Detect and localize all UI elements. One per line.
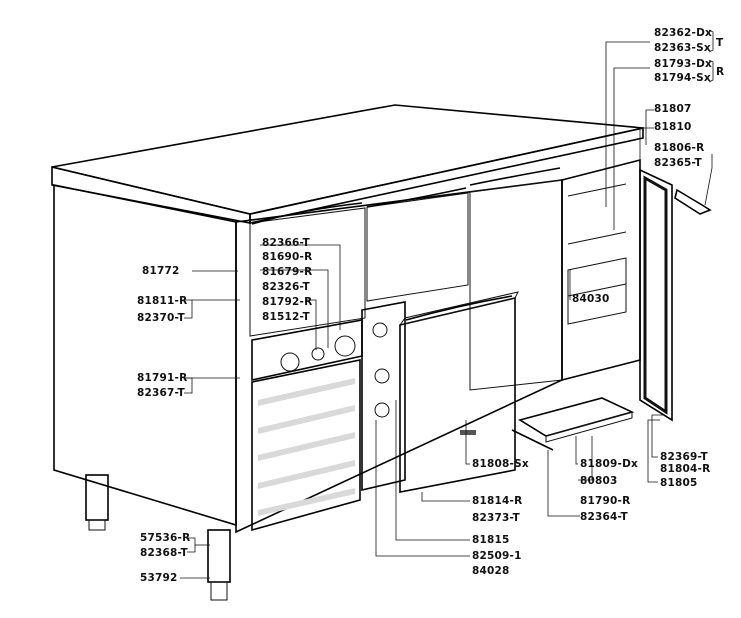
drip-tray <box>517 397 635 443</box>
label-81805: 81805 <box>660 477 698 489</box>
label-82509-1: 82509-1 <box>472 550 522 562</box>
label-80803: 80803 <box>580 475 618 487</box>
label-81791-r: 81791-R <box>137 372 187 384</box>
label-84028: 84028 <box>472 565 510 577</box>
right-compartment <box>561 158 641 382</box>
label-81815: 81815 <box>472 534 510 546</box>
label-82366-t: 82366-T <box>262 237 311 249</box>
top-drawer-left <box>249 202 366 337</box>
right-door-open <box>639 168 673 422</box>
label-82373-t: 82373-T <box>472 512 521 524</box>
label-82362-dx: 82362-Dx <box>654 27 712 39</box>
label-81807: 81807 <box>654 103 692 115</box>
label-82364-t: 82364-T <box>580 511 629 523</box>
label-81814-r: 81814-R <box>472 495 522 507</box>
rail-strip <box>511 429 554 451</box>
label-84030: 84030 <box>572 293 610 305</box>
label-81806-r: 81806-R <box>654 142 704 154</box>
door-hinge <box>460 430 476 435</box>
switch-button <box>311 347 325 361</box>
label-57536-r: 57536-R <box>140 532 190 544</box>
label-82326-t: 82326-T <box>262 281 311 293</box>
top-drawer-middle <box>366 187 469 302</box>
label-81512-t: 81512-T <box>262 311 311 323</box>
label-81772: 81772 <box>142 265 180 277</box>
label-81811-r: 81811-R <box>137 295 187 307</box>
label-81790-r: 81790-R <box>580 495 630 507</box>
leg-rear-left <box>85 474 109 531</box>
label-82368-t: 82368-T <box>140 547 189 559</box>
thermostat-knob <box>280 352 300 372</box>
label-82367-t: 82367-T <box>137 387 186 399</box>
label-81793-dx: 81793-Dx <box>654 58 712 70</box>
label-81679-r: 81679-R <box>262 266 312 278</box>
label-82365-t: 82365-T <box>654 157 703 169</box>
part-labels: 82362-Dx 82363-Sx T 81793-Dx 81794-Sx R … <box>137 27 724 584</box>
hinge-bracket <box>674 188 712 215</box>
middle-compartment <box>361 301 406 492</box>
top-drawer-right <box>469 167 563 391</box>
label-81804-r: 81804-R <box>660 463 710 475</box>
label-81809-dx: 81809-Dx <box>580 458 638 470</box>
label-53792: 53792 <box>140 572 178 584</box>
label-bracket-r: R <box>716 66 724 78</box>
label-81810: 81810 <box>654 121 692 133</box>
small-door-open <box>398 291 519 493</box>
lower-left-compartment <box>251 359 361 532</box>
label-81690-r: 81690-R <box>262 251 312 263</box>
leg-front-left <box>207 529 231 601</box>
thermometer-dial <box>334 335 356 357</box>
label-82370-t: 82370-T <box>137 312 186 324</box>
label-bracket-t: T <box>716 37 724 49</box>
label-81792-r: 81792-R <box>262 296 312 308</box>
leader-lines <box>180 29 714 579</box>
label-81808-sx: 81808-Sx <box>472 458 529 470</box>
label-81794-sx: 81794-Sx <box>654 72 711 84</box>
label-82363-sx: 82363-Sx <box>654 42 711 54</box>
label-82369-t: 82369-T <box>660 451 709 463</box>
cabinet-left-side <box>53 184 237 527</box>
